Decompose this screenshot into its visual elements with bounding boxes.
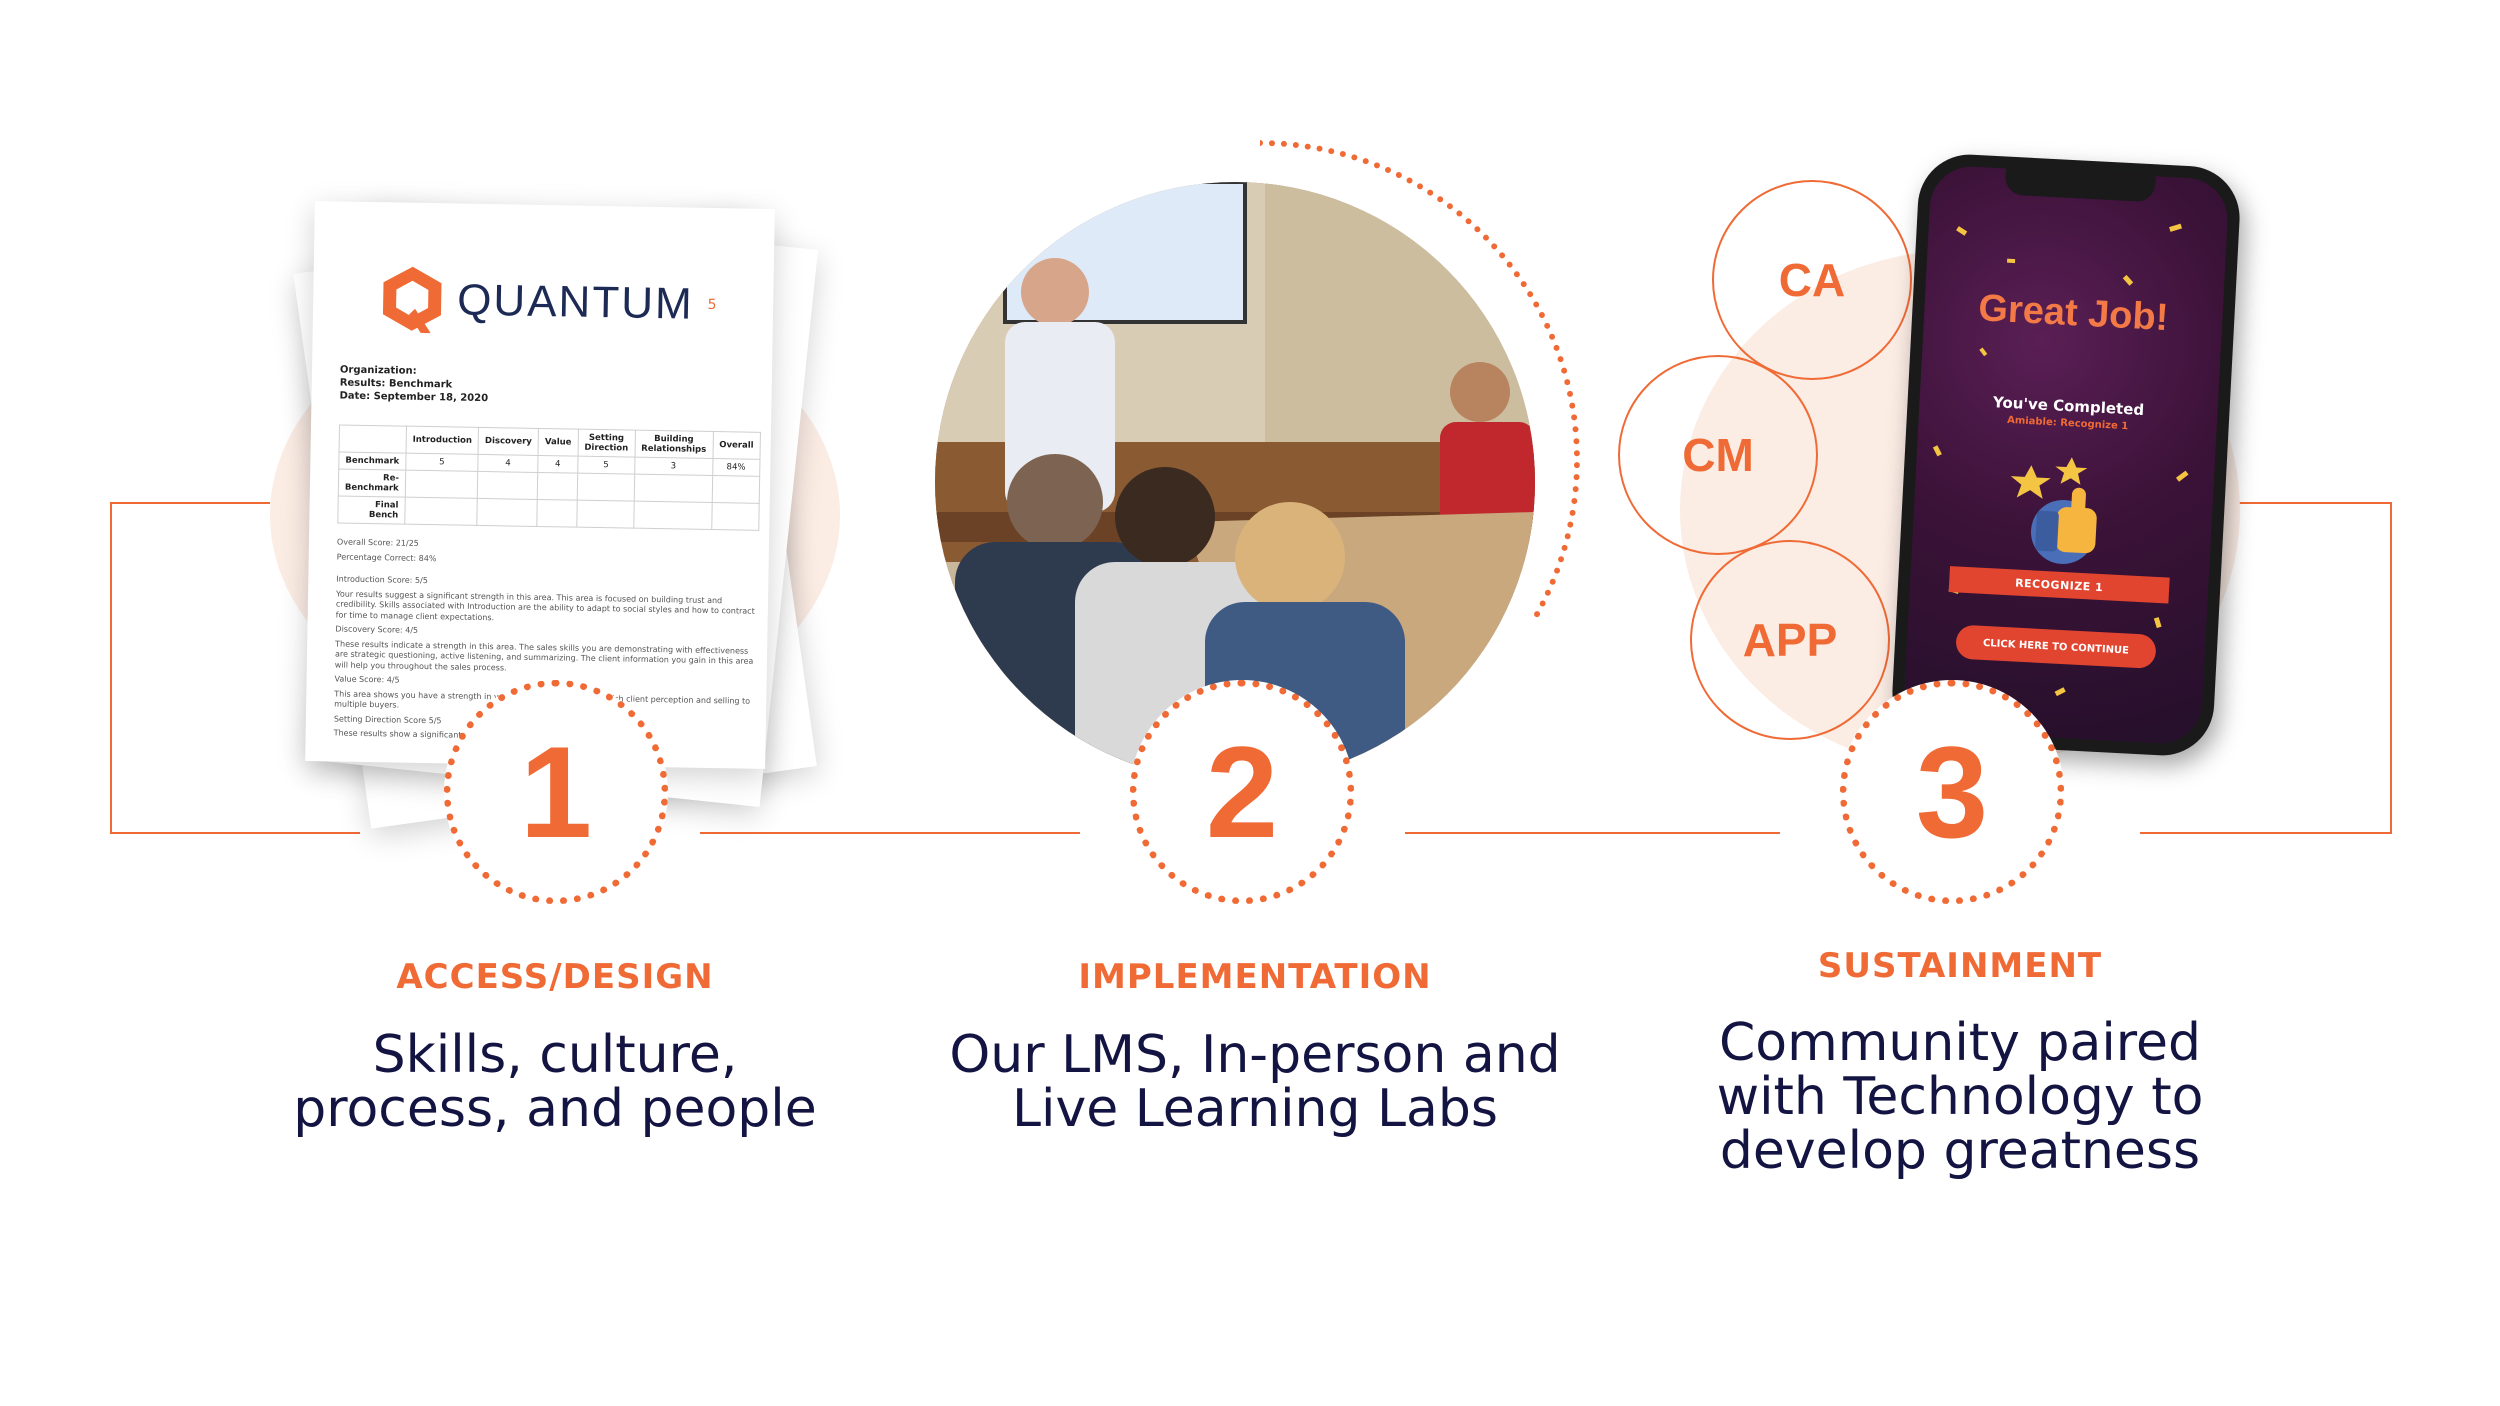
- table-cell: Final Bench: [337, 495, 406, 525]
- doc-discovery-text: These results indicate a strength in thi…: [334, 638, 754, 672]
- step-3-description-line: develop greatness: [1719, 1121, 2201, 1181]
- table-header-cell: Overall: [712, 431, 761, 460]
- phone-mockup: Great Job! You've Completed Amiable: Rec…: [1889, 151, 2243, 759]
- step-1-description-line: Skills, culture,: [372, 1025, 738, 1085]
- doc-percentage: Percentage Correct: 84%: [336, 551, 437, 563]
- table-cell: 3: [634, 457, 713, 476]
- table-cell: [476, 498, 538, 527]
- doc-intro-text: Your results suggest a significant stren…: [335, 588, 755, 622]
- table-cell: [711, 502, 760, 531]
- table-cell: [576, 473, 635, 502]
- quantum-logo-icon: [382, 266, 442, 334]
- table-header-cell: Introduction: [405, 426, 479, 455]
- step-1-number-circle: 1: [444, 680, 668, 904]
- quantum-logo-superscript: 5: [707, 296, 717, 314]
- table-cell: 4: [537, 455, 578, 474]
- step-3-number-circle: 3: [1840, 680, 2064, 904]
- step-1-label: ACCESS/DESIGN: [396, 957, 714, 997]
- step-1-description: Skills, culture, process, and people: [175, 1028, 935, 1136]
- connector-line-right-top: [2230, 502, 2392, 504]
- table-header-cell: Building Relationships: [634, 430, 714, 459]
- connector-line-left-bottom: [110, 832, 360, 834]
- document-meta: Organization: Results: Benchmark Date: S…: [339, 363, 756, 409]
- quantum-logo-text: QUANTUM: [456, 275, 695, 329]
- step-3-number: 3: [1915, 719, 1989, 865]
- table-cell: Re-Benchmark: [338, 468, 406, 498]
- table-cell: [576, 500, 634, 529]
- abbr-circle-app: APP: [1690, 540, 1890, 740]
- quantum-logo: QUANTUM 5: [381, 264, 758, 341]
- step-2-number: 2: [1205, 719, 1279, 865]
- table-header-cell: Value: [538, 428, 579, 457]
- table-cell: [477, 471, 538, 500]
- step-3-description: Community paired with Technology to deve…: [1580, 1016, 2340, 1178]
- step-3-label: SUSTAINMENT: [1817, 946, 2103, 986]
- table-header-cell: [339, 424, 407, 454]
- connector-line-right-vertical: [2390, 502, 2392, 834]
- table-cell: [404, 497, 478, 526]
- connector-line-left-vertical: [110, 502, 112, 834]
- table-cell: [536, 499, 577, 528]
- table-cell: [711, 475, 760, 504]
- connector-line-right-bottom: [2140, 832, 2392, 834]
- table-cell: 4: [477, 454, 539, 473]
- connector-line-1-2: [700, 832, 1080, 834]
- thumbs-up-icon: [2010, 457, 2097, 564]
- table-cell: Benchmark: [338, 451, 406, 471]
- table-cell: 5: [577, 456, 635, 475]
- step-3-description-line: with Technology to: [1716, 1067, 2204, 1127]
- phone-screen: Great Job! You've Completed Amiable: Rec…: [1902, 164, 2230, 746]
- connector-line-left-top: [110, 502, 270, 504]
- connector-line-2-3: [1405, 832, 1780, 834]
- step-2-description-line: Live Learning Labs: [1012, 1079, 1498, 1139]
- table-cell: [633, 474, 713, 503]
- score-table: Introduction Discovery Value Setting Dir…: [337, 424, 761, 531]
- step-1-number: 1: [519, 719, 593, 865]
- benchmark-document: QUANTUM 5 Organization: Results: Benchma…: [305, 201, 775, 769]
- step-2-description-line: Our LMS, In-person and: [949, 1025, 1561, 1085]
- table-header-cell: Setting Direction: [577, 429, 636, 458]
- table-cell: 5: [405, 453, 479, 472]
- step-2-number-circle: 2: [1130, 680, 1354, 904]
- abbr-circle-cm: CM: [1618, 355, 1818, 555]
- abbr-circle-ca: CA: [1712, 180, 1912, 380]
- step-1-description-line: process, and people: [293, 1079, 817, 1139]
- table-header-cell: Discovery: [478, 427, 539, 456]
- table-cell: 84%: [712, 458, 760, 477]
- table-cell: [405, 470, 478, 499]
- table-cell: [633, 501, 712, 530]
- step-2-label: IMPLEMENTATION: [1078, 957, 1432, 997]
- table-cell: [537, 472, 578, 501]
- step-2-description: Our LMS, In-person and Live Learning Lab…: [875, 1028, 1635, 1136]
- step-3-description-line: Community paired: [1718, 1013, 2202, 1073]
